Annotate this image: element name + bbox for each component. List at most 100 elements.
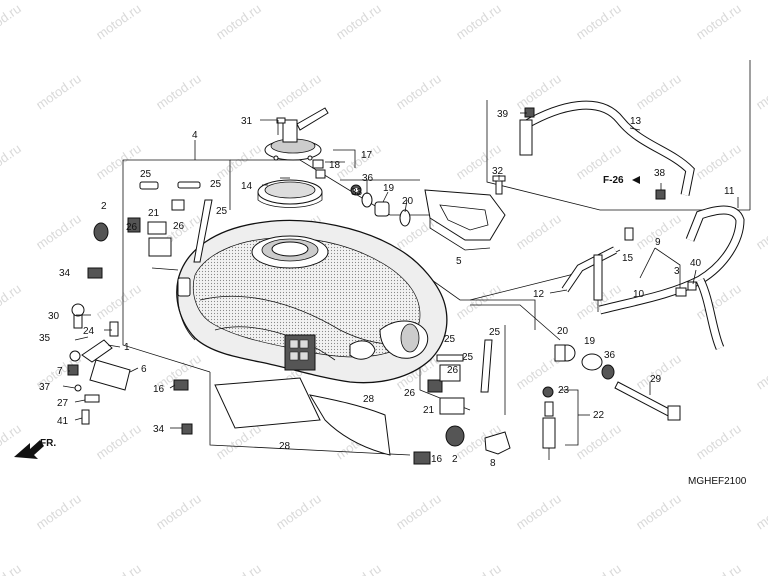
group-lines xyxy=(122,60,751,456)
watermark-text: motod.ru xyxy=(573,561,624,576)
label-part-16: 16 xyxy=(153,384,165,395)
watermark-text: motod.ru xyxy=(93,561,144,576)
watermark-text: motod.ru xyxy=(753,211,768,253)
reference-callout: F-26 xyxy=(603,175,640,186)
watermark-text: motod.ru xyxy=(333,1,384,43)
label-part-27: 27 xyxy=(57,398,69,409)
label-part-21: 21 xyxy=(148,208,160,219)
watermark-text: motod.ru xyxy=(573,1,624,43)
watermark-text: motod.ru xyxy=(753,351,768,393)
label-part-18: 18 xyxy=(329,160,341,171)
label-part-6: 6 xyxy=(141,364,147,375)
lower-pads xyxy=(214,377,391,456)
watermark-text: motod.ru xyxy=(633,491,684,533)
label-part-7: 7 xyxy=(57,366,63,377)
watermark-text: motod.ru xyxy=(753,491,768,533)
watermark-text: motod.ru xyxy=(213,561,264,576)
label-part-2: 2 xyxy=(452,454,458,465)
watermark-text: motod.ru xyxy=(93,1,144,43)
watermark-text: motod.ru xyxy=(273,71,324,113)
label-part-14: 14 xyxy=(241,181,253,192)
watermark-text: motod.ru xyxy=(0,1,24,43)
label-part-25: 25 xyxy=(140,169,152,180)
watermark-text: motod.ru xyxy=(393,71,444,113)
watermark-text: motod.ru xyxy=(453,281,504,323)
label-part-19: 19 xyxy=(383,183,395,194)
part-labels: 4 31 17 18 14 25 25 25 2 21 26 26 34 30 … xyxy=(39,109,735,469)
watermark-text: motod.ru xyxy=(153,71,204,113)
label-part-40: 40 xyxy=(690,258,702,269)
watermark-text: motod.ru xyxy=(93,421,144,463)
watermark-text: motod.ru xyxy=(753,71,768,113)
label-part-35: 35 xyxy=(39,333,51,344)
label-part-20: 20 xyxy=(557,326,569,337)
watermark-text: motod.ru xyxy=(153,491,204,533)
watermark-text: motod.ru xyxy=(213,141,264,183)
label-part-2: 2 xyxy=(101,201,107,212)
watermark-text: motod.ru xyxy=(693,141,744,183)
watermark-text: motod.ru xyxy=(33,71,84,113)
label-part-36: 36 xyxy=(604,350,616,361)
label-part-15: 15 xyxy=(622,253,634,264)
label-part-17: 17 xyxy=(361,150,373,161)
label-part-26: 26 xyxy=(173,221,185,232)
label-part-9: 9 xyxy=(655,237,661,248)
watermark-text: motod.ru xyxy=(273,491,324,533)
fuel-tank xyxy=(176,219,448,384)
label-part-10: 10 xyxy=(633,289,645,300)
label-part-31: 31 xyxy=(241,116,253,127)
label-part-26: 26 xyxy=(126,222,138,233)
label-part-30: 30 xyxy=(48,311,60,322)
cap-gasket xyxy=(257,179,323,208)
watermark-text: motod.ru xyxy=(633,71,684,113)
label-part-29: 29 xyxy=(650,374,662,385)
watermark-text: motod.ru xyxy=(573,421,624,463)
label-part-28: 28 xyxy=(363,394,375,405)
label-part-36: 36 xyxy=(362,173,374,184)
watermark-text: motod.ru xyxy=(333,141,384,183)
label-part-19: 19 xyxy=(584,336,596,347)
label-part-22: 22 xyxy=(593,410,605,421)
left-fasteners xyxy=(67,222,131,425)
label-part-12: 12 xyxy=(533,289,545,300)
ref-code-text: F-26 xyxy=(603,175,624,186)
hose-clamps xyxy=(524,107,697,297)
label-part-39: 39 xyxy=(497,109,509,120)
label-part-13: 13 xyxy=(630,116,642,127)
label-part-25: 25 xyxy=(216,206,228,217)
diagram-code: MGHEF2100 xyxy=(688,476,747,487)
watermark-text: motod.ru xyxy=(33,491,84,533)
label-part-37: 37 xyxy=(39,382,51,393)
front-direction-arrow: FR. xyxy=(14,438,56,459)
watermark-text: motod.ru xyxy=(693,421,744,463)
label-part-25: 25 xyxy=(489,327,501,338)
watermark-text: motod.ru xyxy=(333,561,384,576)
watermark-text: motod.ru xyxy=(453,1,504,43)
watermark-text: motod.ru xyxy=(0,561,24,576)
leader-lines xyxy=(62,112,739,446)
cap-screws xyxy=(312,159,326,179)
label-part-8: 8 xyxy=(490,458,496,469)
label-part-26: 26 xyxy=(447,365,459,376)
label-part-24: 24 xyxy=(83,326,95,337)
label-part-32: 32 xyxy=(492,166,504,177)
label-part-23: 23 xyxy=(558,385,570,396)
label-part-20: 20 xyxy=(402,196,414,207)
watermark-text: motod.ru xyxy=(93,141,144,183)
watermark-text: motod.ru xyxy=(393,491,444,533)
watermark-text: motod.ru xyxy=(693,1,744,43)
hoses xyxy=(519,100,745,350)
label-part-28: 28 xyxy=(279,441,291,452)
label-part-1: 1 xyxy=(124,342,130,353)
label-part-34: 34 xyxy=(153,424,165,435)
fuel-cap-assembly xyxy=(264,107,329,161)
watermark-text: motod.ru xyxy=(453,561,504,576)
label-part-26: 26 xyxy=(404,388,416,399)
label-part-3: 3 xyxy=(674,266,680,277)
label-part-5: 5 xyxy=(456,256,462,267)
label-part-11: 11 xyxy=(724,186,735,197)
label-part-4: 4 xyxy=(192,130,198,141)
watermark-text: motod.ru xyxy=(513,211,564,253)
label-part-25: 25 xyxy=(462,352,474,363)
